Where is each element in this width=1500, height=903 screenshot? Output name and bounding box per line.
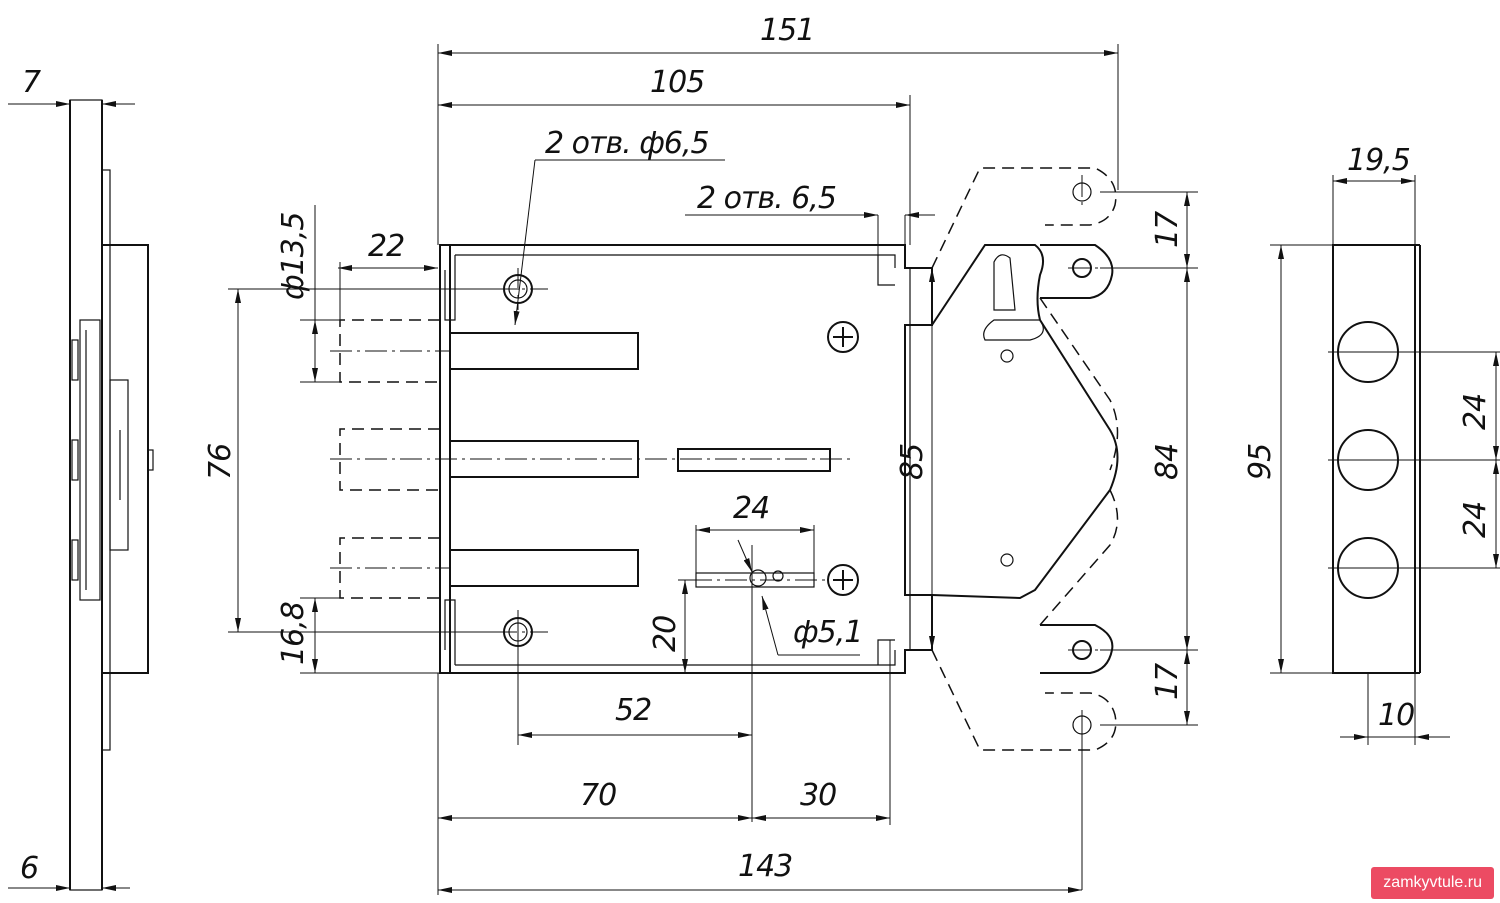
note-holes-2: 2 отв. 6,5 [697,181,836,216]
bolt-plate [1332,244,1416,674]
lever [931,244,1119,600]
bolt-top [449,332,639,370]
strike-ear-top [1040,244,1114,299]
dim-key-width: 24 [733,491,769,526]
watermark-badge[interactable]: zamkyvtule.ru [1371,867,1494,899]
dim-bottom-offset: 16,8 [276,602,311,665]
bolt-bottom [449,549,639,587]
dim-overall-length: 151 [760,13,814,48]
dim-plate-height: 95 [1243,444,1278,480]
dim-bolt-pitch-2: 24 [1458,502,1493,538]
screw-icon [827,564,859,596]
dim-case-length: 105 [650,65,704,100]
dim-strike-bottom: 17 [1150,663,1185,700]
dim-strike-height: 84 [1150,444,1185,480]
dim-key-to-edge: 30 [800,778,836,813]
dim-bolt-throw: 22 [368,229,404,264]
dim-to-key: 70 [580,778,616,813]
dim-faceplate-top: 7 [22,65,41,100]
case-side [101,244,149,674]
dim-hole-to-key: 52 [615,693,651,728]
dim-faceplate-bottom: 6 [20,851,38,886]
note-holes-1: 2 отв. ф6,5 [545,126,709,161]
front-view [228,44,1198,895]
dim-strike-top: 17 [1150,211,1185,248]
dim-case-height: 85 [895,444,930,480]
dim-bolt-diameter: ф13,5 [276,213,311,300]
dim-plate-depth: 10 [1378,698,1414,733]
slot [677,448,831,472]
dim-key-height: 20 [648,616,683,652]
side-view [8,99,154,891]
bolt-plate-view [1270,175,1500,745]
dim-total-base: 143 [738,849,792,884]
dim-key-hole: ф5,1 [793,615,862,650]
screw-icon [827,321,859,353]
dim-bolt-pitch-1: 24 [1458,394,1493,430]
lock-case [439,244,933,674]
strike-ear-bottom [1040,624,1114,674]
dim-bolt-spacing: 76 [203,444,238,480]
dim-plate-width: 19,5 [1347,143,1410,178]
